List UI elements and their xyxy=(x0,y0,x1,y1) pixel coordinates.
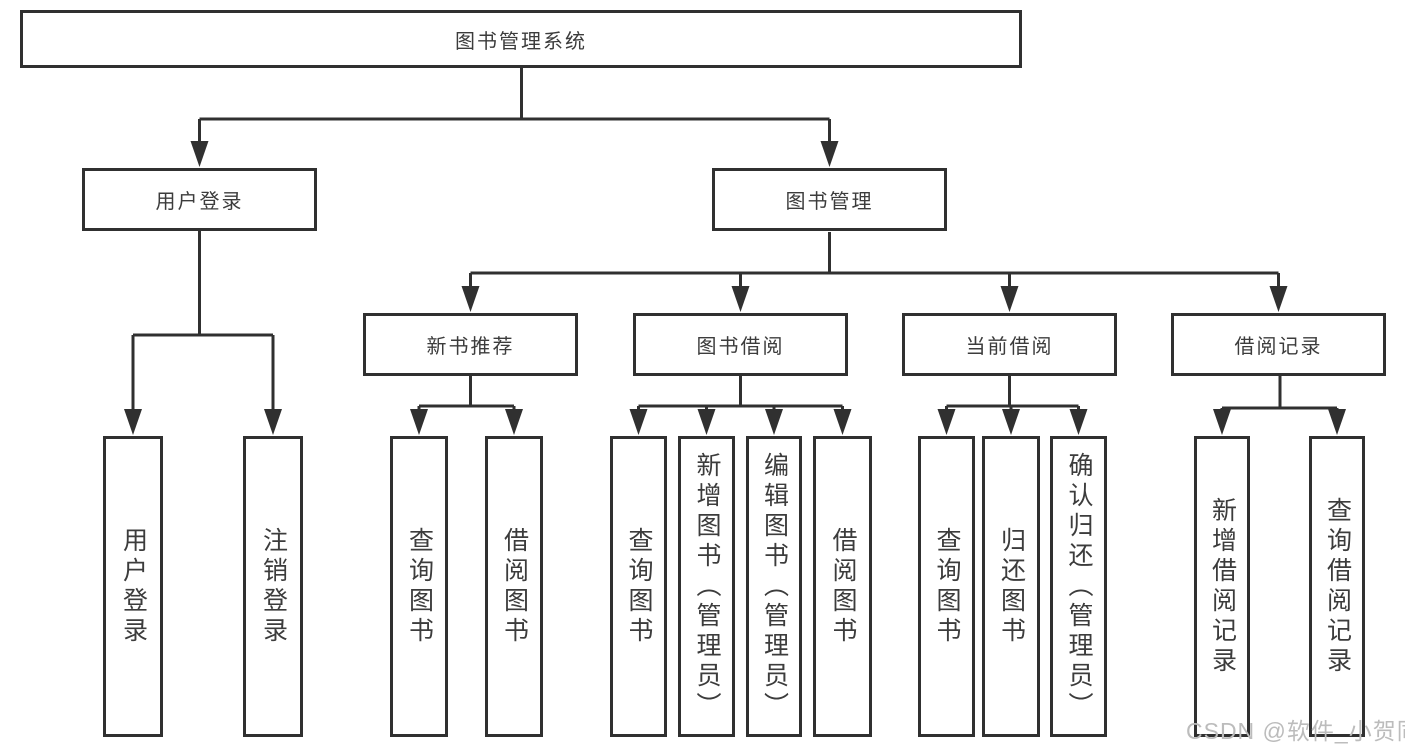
leaf-borrow-books-recommend-label: 借阅图书 xyxy=(500,526,529,647)
leaf-query-books-borrowing-label: 查询图书 xyxy=(625,526,653,647)
leaf-edit-books-admin: 编辑图书（管理员） xyxy=(746,436,802,737)
leaf-user-login: 用户登录 xyxy=(103,436,163,737)
node-book-management: 图书管理 xyxy=(712,168,947,231)
leaf-query-books-recommend-label: 查询图书 xyxy=(405,526,434,647)
node-user-login-label: 用户登录 xyxy=(155,191,244,213)
leaf-logout-label: 注销登录 xyxy=(259,526,288,647)
leaf-confirm-return-admin: 确认归还（管理员） xyxy=(1050,436,1107,737)
arrowheads xyxy=(124,141,1346,435)
leaf-query-books-current-label: 查询图书 xyxy=(933,526,961,647)
leaf-logout: 注销登录 xyxy=(243,436,303,737)
leaf-confirm-return-admin-label: 确认归还（管理员） xyxy=(1065,451,1093,722)
node-current-borrowing: 当前借阅 xyxy=(902,313,1117,376)
leaf-query-books-recommend: 查询图书 xyxy=(390,436,448,737)
leaf-query-borrow-record-label: 查询借阅记录 xyxy=(1323,496,1352,677)
node-current-borrowing-label: 当前借阅 xyxy=(965,336,1054,358)
leaf-add-books-admin-label: 新增图书（管理员） xyxy=(693,451,721,722)
node-root-label: 图书管理系统 xyxy=(455,30,587,53)
leaf-borrow-books-recommend: 借阅图书 xyxy=(485,436,543,737)
leaf-add-borrow-record: 新增借阅记录 xyxy=(1194,436,1250,737)
node-book-borrowing-label: 图书借阅 xyxy=(696,336,785,358)
leaf-return-books-label: 归还图书 xyxy=(997,526,1026,647)
csdn-watermark: CSDN @软件_小贺同学 xyxy=(1186,718,1405,744)
leaf-edit-books-admin-label: 编辑图书（管理员） xyxy=(760,451,789,722)
leaf-borrow-books-label: 借阅图书 xyxy=(829,526,857,647)
leaf-query-borrow-record: 查询借阅记录 xyxy=(1309,436,1365,737)
leaf-query-books-borrowing: 查询图书 xyxy=(610,436,667,737)
leaf-return-books: 归还图书 xyxy=(982,436,1040,737)
node-root: 图书管理系统 xyxy=(20,10,1022,68)
node-book-borrowing: 图书借阅 xyxy=(633,313,848,376)
node-user-login: 用户登录 xyxy=(82,168,317,231)
node-new-book-recommend-label: 新书推荐 xyxy=(426,336,515,358)
node-borrowing-records: 借阅记录 xyxy=(1171,313,1386,376)
leaf-user-login-label: 用户登录 xyxy=(119,526,148,647)
leaf-borrow-books: 借阅图书 xyxy=(813,436,872,737)
leaf-query-books-current: 查询图书 xyxy=(918,436,975,737)
leaf-add-borrow-record-label: 新增借阅记录 xyxy=(1208,496,1237,677)
node-borrowing-records-label: 借阅记录 xyxy=(1234,336,1323,358)
leaf-add-books-admin: 新增图书（管理员） xyxy=(678,436,735,737)
node-new-book-recommend: 新书推荐 xyxy=(363,313,578,376)
node-book-management-label: 图书管理 xyxy=(785,191,874,213)
